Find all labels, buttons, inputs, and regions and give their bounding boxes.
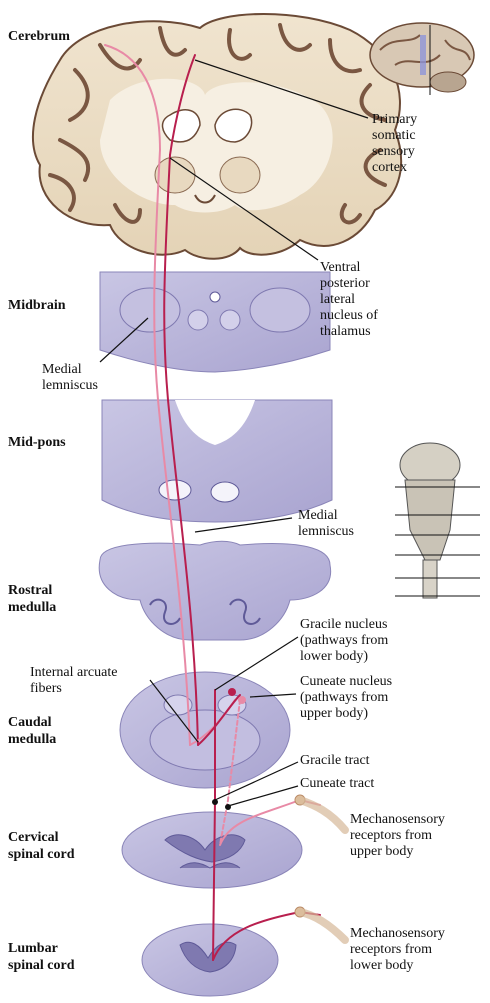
level-line: spinal cord (8, 958, 75, 973)
level-line: spinal cord (8, 847, 75, 862)
label-mechano-upper: Mechanosensory receptors from upper body (350, 812, 445, 860)
label-line: Medial (298, 508, 338, 523)
level-line: Caudal (8, 715, 52, 730)
level-label-cerebrum: Cerebrum (8, 29, 70, 44)
label-line: upper body) (300, 706, 369, 721)
cervical-cord-section (121, 811, 303, 889)
label-line: nucleus of (320, 308, 378, 323)
level-line: medulla (8, 600, 57, 615)
level-label-caudal-medulla: Caudal medulla (8, 714, 56, 748)
label-line: lemniscus (42, 378, 98, 393)
level-line: Cervical (8, 830, 59, 845)
label-cuneate-nucleus: Cuneate nucleus (pathways from upper bod… (300, 674, 392, 722)
label-line: upper body (350, 844, 414, 859)
level-label-lumbar: Lumbar spinal cord (8, 940, 75, 974)
label-primary-cortex: Primary somatic sensory cortex (372, 112, 417, 176)
level-line: medulla (8, 732, 57, 747)
label-line: Medial (42, 362, 82, 377)
label-gracile-nucleus: Gracile nucleus (pathways from lower bod… (300, 617, 388, 665)
label-line: lateral (320, 292, 355, 307)
leader-lines (99, 59, 369, 807)
label-line: sensory (372, 144, 415, 159)
label-line: lower body) (300, 649, 369, 664)
level-label-rostral-medulla: Rostral medulla (8, 582, 56, 616)
label-line: cortex (372, 160, 407, 175)
level-label-midbrain: Midbrain (8, 298, 66, 313)
label-line: lemniscus (298, 524, 354, 539)
label-line: receptors from (350, 942, 433, 957)
label-line: posterior (320, 276, 370, 291)
label-line: Mechanosensory (350, 812, 445, 827)
label-line: somatic (372, 128, 416, 143)
label-line: Cuneate nucleus (300, 674, 393, 689)
label-line: thalamus (320, 324, 371, 339)
caudal-medulla-section (119, 671, 291, 789)
level-label-midpons: Mid-pons (8, 435, 66, 450)
midpons-section (101, 399, 333, 523)
cerebrum-section (32, 13, 403, 260)
label-mechano-lower: Mechanosensory receptors from lower body (350, 926, 445, 974)
level-line: Rostral (8, 583, 53, 598)
label-line: lower body (350, 958, 414, 973)
label-line: Ventral (320, 260, 361, 275)
label-gracile-tract: Gracile tract (300, 753, 370, 768)
label-medial-lemniscus-lower: Medial lemniscus (298, 508, 354, 540)
brainstem-inset (395, 442, 480, 599)
label-cuneate-tract: Cuneate tract (300, 776, 375, 791)
label-line: fibers (30, 681, 62, 696)
lemniscal-pathway (104, 44, 349, 961)
label-line: Mechanosensory (350, 926, 445, 941)
label-vpl-thalamus: Ventral posterior lateral nucleus of tha… (320, 260, 378, 340)
brain-inset-lateral (369, 22, 475, 95)
label-line: receptors from (350, 828, 433, 843)
midbrain-section (99, 271, 331, 373)
level-line: Lumbar (8, 941, 58, 956)
lumbar-cord-section (141, 923, 279, 997)
label-internal-arcuate: Internal arcuate fibers (30, 665, 117, 697)
label-line: (pathways from (300, 633, 389, 648)
label-line: (pathways from (300, 690, 389, 705)
label-line: Primary (372, 112, 418, 127)
level-label-cervical: Cervical spinal cord (8, 829, 75, 863)
label-line: Internal arcuate (30, 665, 118, 680)
label-medial-lemniscus-upper: Medial lemniscus (42, 362, 98, 394)
rostral-medulla-section (98, 540, 332, 641)
label-line: Gracile nucleus (300, 617, 388, 632)
